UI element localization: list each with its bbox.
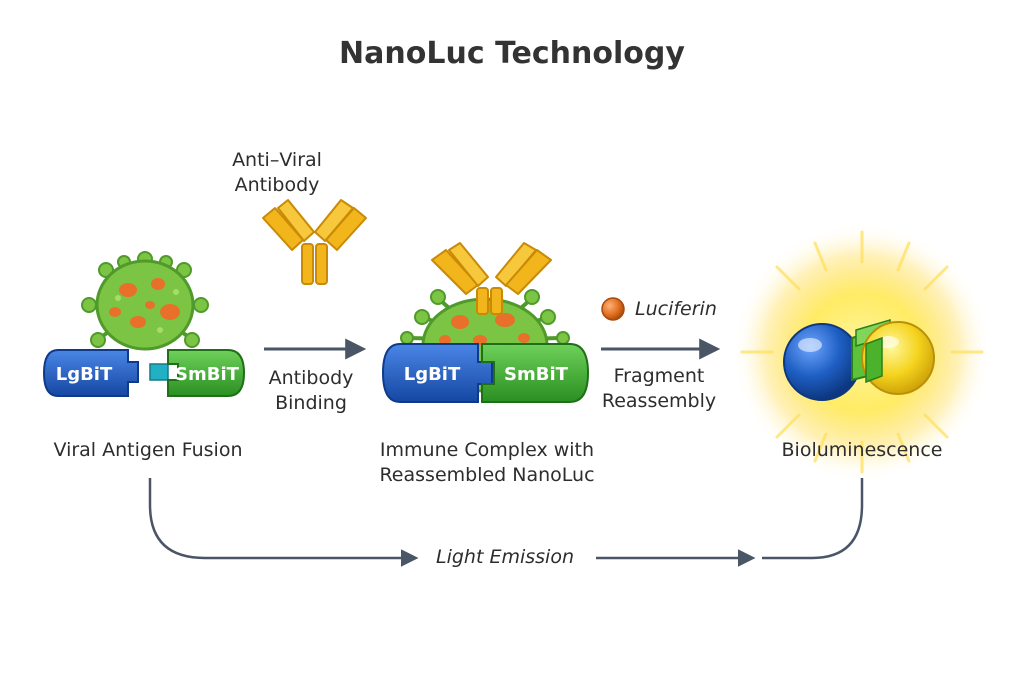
diagram-title: NanoLuc Technology [339,36,685,71]
light-emission-return-curve [762,478,864,560]
smbit-fragment-left: SmBiT [167,349,246,397]
immune-complex-line2: Reassembled NanoLuc [379,464,595,486]
immune-complex-line1: Immune Complex with [379,439,595,461]
antibody-binding-line1: Antibody [268,367,354,389]
bioluminescence-label: Bioluminescence [781,439,943,461]
lgbit-fragment-left: LgBiT [42,349,139,397]
fragment-reassembly-line2: Reassembly [601,390,717,412]
light-emission-arrow-left [148,478,419,567]
smbit-label-middle: SmBiT [504,364,569,385]
smbit-fragment-middle: SmBiT [481,343,590,403]
luciferin-label: Luciferin [635,298,717,320]
light-emission-label: Light Emission [436,546,574,568]
virus-left-icon [81,251,209,351]
immune-complex-label: Immune Complex with Reassembled NanoLuc [379,438,594,488]
antibody-label-line2: Antibody [234,174,320,196]
antibody-bound-icon [431,242,552,315]
smbit-label-left: SmBiT [175,364,240,385]
fragment-reassembly-line1: Fragment [613,365,705,387]
nanoluc-enzyme-icon [783,318,935,401]
lgbit-fragment-middle: LgBiT [381,343,493,403]
luciferin-icon [601,297,625,321]
viral-antigen-fusion-label: Viral Antigen Fusion [53,439,243,461]
linker-icon [149,363,169,381]
antibody-label-line1: Anti–Viral [232,149,322,171]
lgbit-label-left: LgBiT [56,364,113,385]
antibody-binding-line2: Binding [275,392,347,414]
antibody-icon [262,199,367,285]
fragment-reassembly-label: Fragment Reassembly [602,364,716,414]
antibody-binding-label: Antibody Binding [269,366,354,416]
antibody-label: Anti–Viral Antibody [232,148,322,198]
lgbit-label-middle: LgBiT [404,364,461,385]
